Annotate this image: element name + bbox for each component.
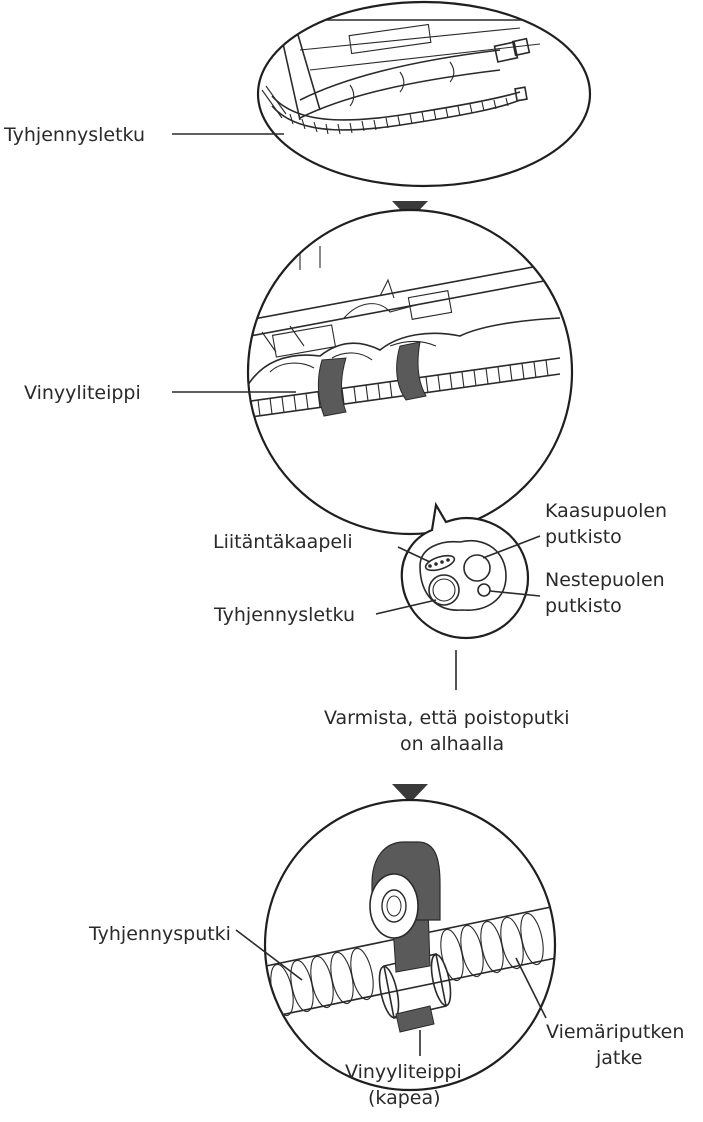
label-gas-side-1: Kaasupuolen (545, 500, 667, 522)
label-vinyl-tape: Vinyyliteippi (24, 382, 141, 404)
label-liquid-side-1: Nestepuolen (545, 569, 665, 591)
connection-cable-section (424, 554, 456, 572)
label-connection-cable: Liitäntäkaapeli (213, 531, 353, 553)
label-liquid-side-2: putkisto (545, 595, 622, 617)
down-arrow-icon (392, 784, 428, 803)
gas-pipe-section (463, 554, 491, 582)
label-gas-side-2: putkisto (545, 526, 622, 548)
leader-connection-cable (397, 546, 431, 563)
vinyl-tape-wrap-2 (396, 341, 427, 401)
liquid-pipe-section (477, 583, 491, 597)
pipe-cross-section (400, 501, 530, 640)
label-narrow-tape-1: Vinyyliteippi (345, 1061, 462, 1083)
label-ensure-1: Varmista, että poistoputki (324, 707, 570, 729)
drain-hose-section (428, 574, 460, 606)
label-extension-2: jatke (595, 1047, 642, 1069)
vinyl-tape-wrap-1 (317, 357, 347, 417)
narrow-tape-wrap (395, 1005, 435, 1033)
label-ensure-2: on alhaalla (400, 733, 504, 755)
top-detail-view (256, 0, 592, 188)
leader-extension (515, 957, 547, 1019)
bottom-detail-view (263, 798, 557, 1092)
label-drain-hose-mid: Tyhjennysletku (213, 604, 355, 626)
label-drain-pipe: Tyhjennysputki (88, 923, 231, 945)
label-narrow-tape-2: (kapea) (368, 1087, 441, 1109)
leader-liquid-pipe (489, 590, 541, 597)
label-extension-1: Viemäriputken (546, 1021, 684, 1043)
tape-roll (369, 841, 441, 939)
leader-gas-pipe (482, 535, 541, 559)
middle-detail-view (246, 208, 574, 536)
leader-drain-hose-mid (375, 599, 437, 615)
label-drain-hose-top: Tyhjennysletku (3, 124, 145, 146)
leader-drain-pipe (235, 929, 303, 981)
